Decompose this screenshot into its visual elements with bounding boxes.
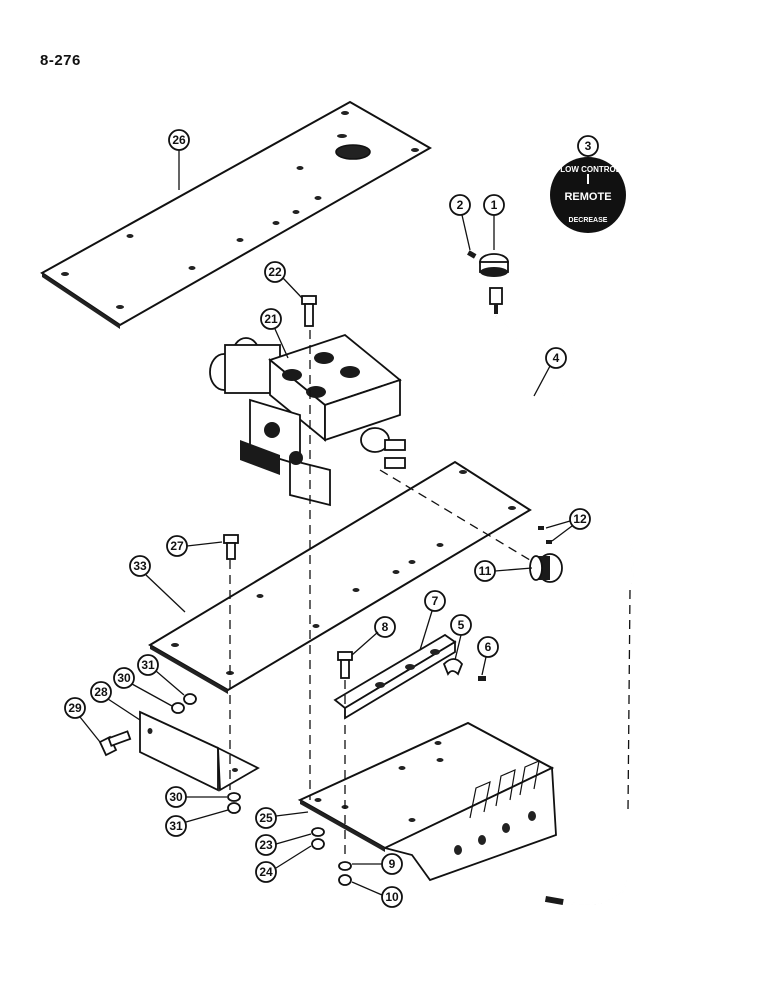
callout-31-lower: 31 xyxy=(165,809,229,837)
svg-text:6: 6 xyxy=(485,640,492,654)
svg-text:29: 29 xyxy=(68,701,82,715)
screw-6 xyxy=(478,676,486,681)
bolt-27 xyxy=(223,534,239,560)
rail-7 xyxy=(333,633,457,720)
svg-text:28: 28 xyxy=(94,685,108,699)
flow-control-decal: FLOW CONTROL REMOTE DECREASE xyxy=(550,157,626,233)
callout-27: 27 xyxy=(166,535,223,557)
knob-1 xyxy=(479,253,509,277)
decal-center-text: REMOTE xyxy=(564,191,611,203)
set-screws-12 xyxy=(538,526,552,544)
nuts-lower xyxy=(227,792,352,886)
callout-26: 26 xyxy=(168,129,190,190)
callout-24: 24 xyxy=(255,845,312,883)
decal-bottom-text: DECREASE xyxy=(569,217,608,224)
top-mounting-plate xyxy=(40,100,433,329)
svg-text:1: 1 xyxy=(491,198,498,212)
callout-22: 22 xyxy=(264,261,303,299)
svg-text:24: 24 xyxy=(259,865,273,879)
callout-33: 33 xyxy=(129,555,186,613)
bolt-29 xyxy=(98,730,132,757)
angle-bracket xyxy=(139,710,260,792)
knob-11 xyxy=(529,553,563,583)
bolt-22 xyxy=(301,295,317,327)
svg-text:21: 21 xyxy=(264,312,278,326)
callout-4: 4 xyxy=(533,347,567,397)
svg-text:30: 30 xyxy=(117,671,131,685)
set-screw-2 xyxy=(467,250,477,259)
svg-text:11: 11 xyxy=(479,564,492,578)
callout-21: 21 xyxy=(260,308,289,359)
callout-1: 1 xyxy=(483,194,505,250)
callout-11: 11 xyxy=(474,560,533,582)
lower-mounting-plate xyxy=(148,460,532,694)
clip-5 xyxy=(442,658,464,676)
svg-text:23: 23 xyxy=(259,838,273,852)
callout-9: 9 xyxy=(352,853,403,875)
svg-text:31: 31 xyxy=(141,658,155,672)
svg-text:12: 12 xyxy=(573,512,587,526)
svg-text:8: 8 xyxy=(382,620,389,634)
svg-text:27: 27 xyxy=(170,539,184,553)
svg-text:4: 4 xyxy=(553,351,560,365)
callout-6: 6 xyxy=(477,636,499,676)
decal-top-text: FLOW CONTROL xyxy=(555,165,620,174)
nuts-upper xyxy=(171,693,197,714)
page-number: 8-276 xyxy=(40,52,81,69)
callout-8: 8 xyxy=(351,616,396,656)
svg-text:22: 22 xyxy=(268,265,282,279)
control-valve xyxy=(209,333,406,507)
callout-7: 7 xyxy=(419,590,446,651)
callout-31-upper: 31 xyxy=(137,654,185,696)
svg-text:9: 9 xyxy=(389,857,396,871)
svg-text:31: 31 xyxy=(169,819,183,833)
callout-23: 23 xyxy=(255,833,312,856)
callout-25: 25 xyxy=(255,807,309,829)
control-cable xyxy=(495,315,634,906)
callout-28: 28 xyxy=(90,681,141,721)
svg-text:7: 7 xyxy=(432,594,439,608)
assembly-lines xyxy=(229,330,631,860)
svg-text:3: 3 xyxy=(585,139,592,153)
callout-29: 29 xyxy=(64,697,101,743)
callout-2: 2 xyxy=(449,194,471,251)
svg-text:5: 5 xyxy=(458,618,465,632)
svg-text:2: 2 xyxy=(457,198,464,212)
svg-text:10: 10 xyxy=(385,890,399,904)
callout-30-upper: 30 xyxy=(113,667,173,707)
cable-end-fitting xyxy=(489,287,503,314)
bottom-bracket-tray xyxy=(297,721,557,882)
svg-text:30: 30 xyxy=(169,790,183,804)
callout-10: 10 xyxy=(351,881,403,908)
callout-3: 3 xyxy=(577,135,599,157)
callout-5: 5 xyxy=(450,614,472,661)
svg-text:33: 33 xyxy=(133,559,147,573)
callout-30-lower: 30 xyxy=(165,786,227,808)
callout-12: 12 xyxy=(545,508,591,542)
svg-text:25: 25 xyxy=(259,811,273,825)
callouts: 1 2 3 4 5 6 7 8 9 10 11 12 21 22 23 24 2… xyxy=(64,129,599,908)
bolt-8 xyxy=(337,651,353,679)
svg-text:26: 26 xyxy=(172,133,186,147)
